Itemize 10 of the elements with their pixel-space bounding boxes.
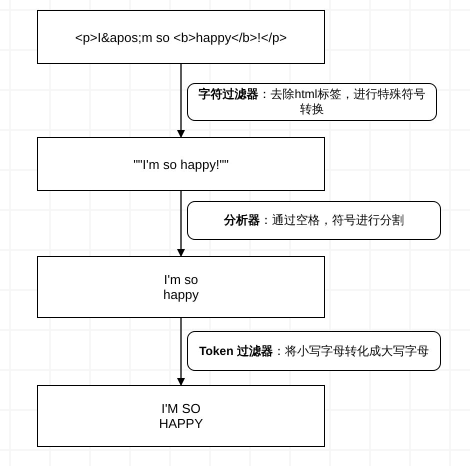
arrow: [177, 64, 185, 138]
arrow: [177, 318, 185, 386]
note-box: 字符过滤器：去除html标签，进行特殊符号转换: [187, 83, 437, 121]
arrow: [177, 191, 185, 257]
process-box: <p>I&apos;m so <b>happy</b>!</p>: [37, 10, 325, 64]
note-box: Token 过滤器：将小写字母转化成大写字母: [187, 331, 441, 371]
process-box: I'M SO HAPPY: [37, 385, 325, 447]
note-box: 分析器：通过空格，符号进行分割: [187, 201, 441, 240]
process-box: ""I'm so happy!"": [37, 137, 325, 191]
process-box: I'm so happy: [37, 256, 325, 318]
